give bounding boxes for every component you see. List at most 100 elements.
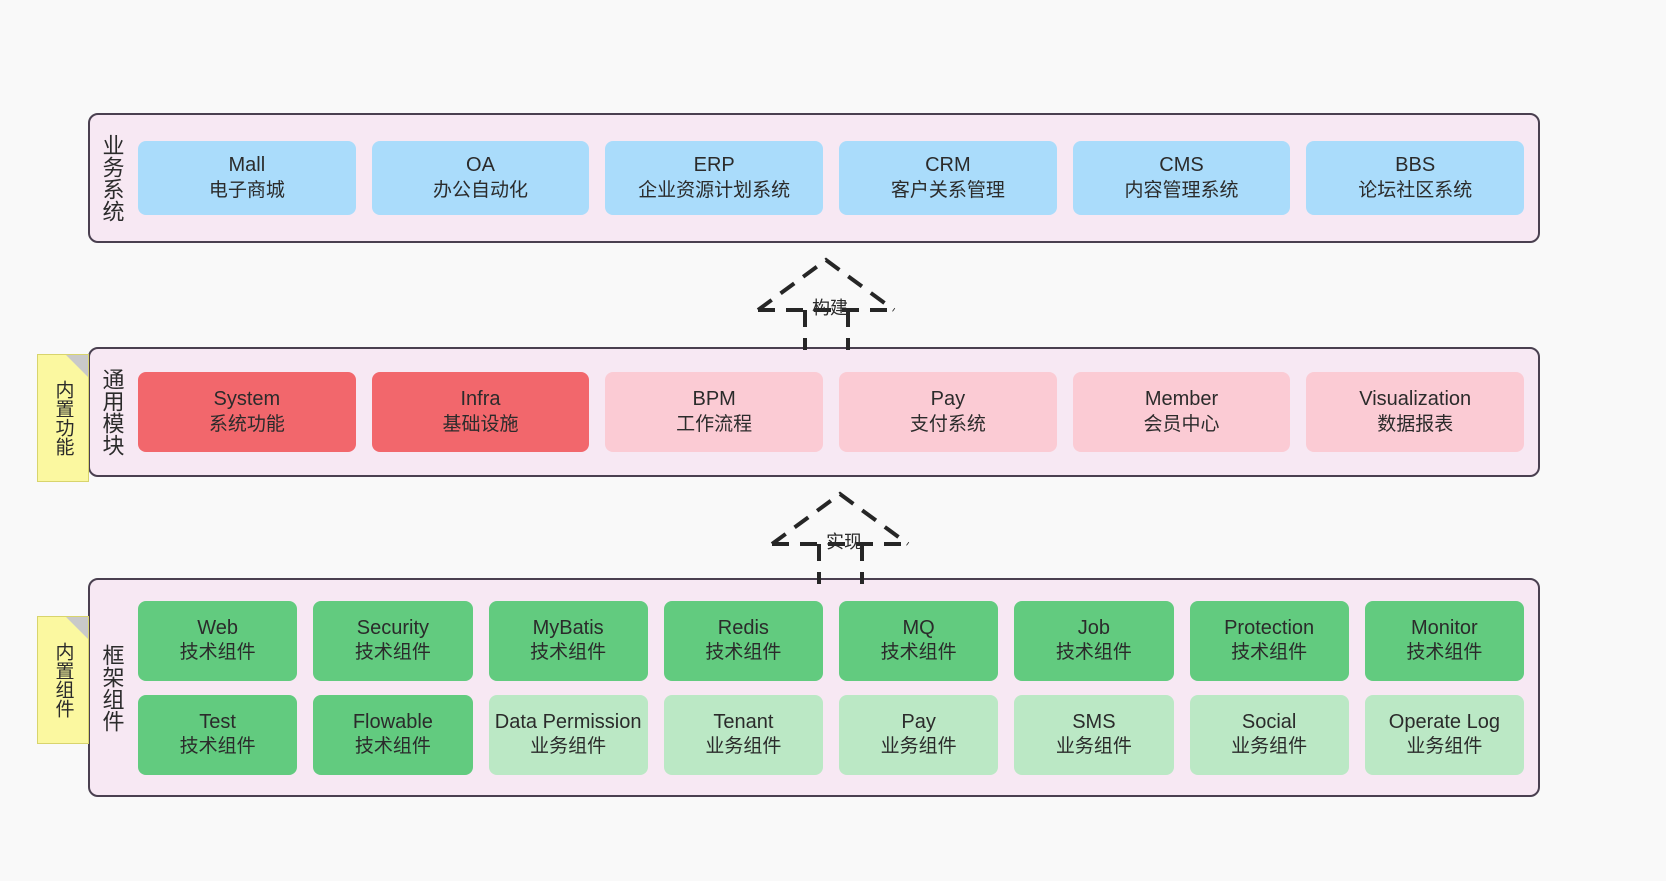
- layer-body-business: Mall 电子商城 OA 办公自动化 ERP 企业资源计划系统 CRM 客户关系…: [134, 115, 1538, 241]
- card-subtitle: 技术组件: [1231, 642, 1308, 664]
- card-bbs[interactable]: BBS 论坛社区系统: [1306, 141, 1525, 215]
- card-subtitle: 业务组件: [880, 736, 957, 758]
- card-title: MyBatis: [532, 616, 604, 639]
- card-title: SMS: [1072, 710, 1116, 733]
- note-builtin-features: 内置功能: [37, 354, 89, 482]
- note-builtin-components: 内置组件: [37, 616, 89, 744]
- card-title: Pay: [901, 710, 936, 733]
- card-subtitle: 客户关系管理: [890, 179, 1005, 201]
- card-member[interactable]: Member 会员中心: [1072, 372, 1291, 452]
- card-title: Monitor: [1411, 616, 1478, 639]
- card-title: Infra: [460, 388, 501, 411]
- card-title: Operate Log: [1388, 710, 1500, 733]
- layer-row: System 系统功能 Infra 基础设施 BPM 工作流程 Pay 支付系统…: [138, 372, 1525, 452]
- card-title: Visualization: [1359, 388, 1472, 411]
- card-mq[interactable]: MQ 技术组件: [839, 600, 999, 681]
- note-label: 内置功能: [52, 380, 74, 456]
- card-title: Pay: [930, 388, 966, 411]
- card-tenant[interactable]: Tenant 业务组件: [663, 694, 823, 775]
- card-title: Job: [1077, 616, 1110, 639]
- card-subtitle: 技术组件: [705, 642, 782, 664]
- connector-implement-arrow: [770, 491, 910, 584]
- note-label: 内置组件: [52, 642, 74, 718]
- connector-build-arrow: [756, 257, 896, 350]
- card-system[interactable]: System 系统功能: [138, 372, 356, 452]
- layer-row: Test 技术组件 Flowable 技术组件 Data Permission …: [138, 694, 1524, 775]
- card-protection[interactable]: Protection 技术组件: [1189, 600, 1349, 681]
- card-infra[interactable]: Infra 基础设施: [371, 372, 590, 452]
- card-subtitle: 业务组件: [1406, 736, 1483, 758]
- card-subtitle: 系统功能: [208, 413, 285, 435]
- note-fold-icon: [66, 617, 88, 639]
- card-title: MQ: [902, 616, 935, 639]
- card-erp[interactable]: ERP 企业资源计划系统: [605, 141, 824, 215]
- card-web[interactable]: Web 技术组件: [138, 600, 298, 681]
- card-subtitle: 技术组件: [880, 642, 957, 664]
- card-cms[interactable]: CMS 内容管理系统: [1072, 141, 1291, 215]
- card-flowable[interactable]: Flowable 技术组件: [313, 694, 473, 775]
- card-operate-log[interactable]: Operate Log 业务组件: [1364, 694, 1524, 775]
- card-data-permission[interactable]: Data Permission 业务组件: [488, 694, 648, 775]
- card-subtitle: 技术组件: [354, 736, 431, 758]
- card-subtitle: 业务组件: [1231, 736, 1308, 758]
- card-subtitle: 技术组件: [1406, 642, 1483, 664]
- card-subtitle: 技术组件: [530, 642, 607, 664]
- card-mall[interactable]: Mall 电子商城: [138, 141, 356, 215]
- card-subtitle: 技术组件: [1055, 642, 1132, 664]
- card-subtitle: 业务组件: [1055, 736, 1132, 758]
- layer-business-systems: 业务系统 Mall 电子商城 OA 办公自动化 ERP 企业资源计划系统 CRM…: [88, 113, 1540, 243]
- card-title: Web: [197, 616, 238, 639]
- layer-body-framework: Web 技术组件 Security 技术组件 MyBatis 技术组件 Redi…: [134, 580, 1538, 795]
- card-job[interactable]: Job 技术组件: [1014, 600, 1174, 681]
- connector-build-label: 构建: [812, 298, 848, 318]
- card-mybatis[interactable]: MyBatis 技术组件: [488, 600, 648, 681]
- card-redis[interactable]: Redis 技术组件: [663, 600, 823, 681]
- card-title: Flowable: [352, 710, 433, 733]
- card-security[interactable]: Security 技术组件: [313, 600, 473, 681]
- card-title: ERP: [693, 154, 735, 177]
- card-title: BBS: [1395, 154, 1436, 177]
- card-subtitle: 办公自动化: [433, 179, 529, 201]
- card-subtitle: 工作流程: [676, 413, 753, 435]
- card-title: CMS: [1159, 154, 1204, 177]
- layer-common-modules: 通用模块 System 系统功能 Infra 基础设施 BPM 工作流程 Pay…: [88, 347, 1540, 477]
- card-bpm[interactable]: BPM 工作流程: [605, 372, 824, 452]
- card-subtitle: 论坛社区系统: [1358, 179, 1473, 201]
- card-title: Member: [1144, 388, 1219, 411]
- layer-title-business: 业务系统: [99, 134, 125, 222]
- card-subtitle: 数据报表: [1377, 413, 1454, 435]
- card-subtitle: 业务组件: [530, 736, 607, 758]
- card-sms[interactable]: SMS 业务组件: [1014, 694, 1174, 775]
- card-oa[interactable]: OA 办公自动化: [371, 141, 590, 215]
- card-subtitle: 会员中心: [1143, 413, 1220, 435]
- card-title: Tenant: [713, 710, 774, 733]
- card-title: Data Permission: [494, 710, 642, 733]
- card-subtitle: 电子商城: [208, 179, 285, 201]
- card-pay[interactable]: Pay 支付系统: [839, 372, 1057, 452]
- layer-title-framework: 框架组件: [99, 643, 125, 732]
- card-title: CRM: [925, 154, 971, 177]
- layer-row: Mall 电子商城 OA 办公自动化 ERP 企业资源计划系统 CRM 客户关系…: [138, 141, 1525, 215]
- card-title: Mall: [228, 154, 266, 177]
- card-social[interactable]: Social 业务组件: [1189, 694, 1349, 775]
- card-title: System: [213, 388, 281, 411]
- card-pay-business[interactable]: Pay 业务组件: [839, 694, 999, 775]
- card-subtitle: 企业资源计划系统: [638, 179, 791, 201]
- card-subtitle: 技术组件: [179, 642, 256, 664]
- connector-implement-label: 实现: [826, 532, 862, 552]
- card-monitor[interactable]: Monitor 技术组件: [1364, 600, 1524, 681]
- card-title: OA: [466, 154, 495, 177]
- card-crm[interactable]: CRM 客户关系管理: [839, 141, 1057, 215]
- layer-body-common: System 系统功能 Infra 基础设施 BPM 工作流程 Pay 支付系统…: [134, 349, 1538, 475]
- card-title: Security: [356, 616, 429, 639]
- card-subtitle: 内容管理系统: [1124, 179, 1239, 201]
- card-title: Social: [1241, 710, 1297, 733]
- card-visualization[interactable]: Visualization 数据报表: [1306, 372, 1525, 452]
- card-test[interactable]: Test 技术组件: [138, 694, 298, 775]
- card-title: Redis: [717, 616, 769, 639]
- card-subtitle: 支付系统: [909, 413, 986, 435]
- card-subtitle: 技术组件: [354, 642, 431, 664]
- card-subtitle: 业务组件: [705, 736, 782, 758]
- layer-framework-components: 框架组件 Web 技术组件 Security 技术组件 MyBatis 技术组件…: [88, 578, 1540, 797]
